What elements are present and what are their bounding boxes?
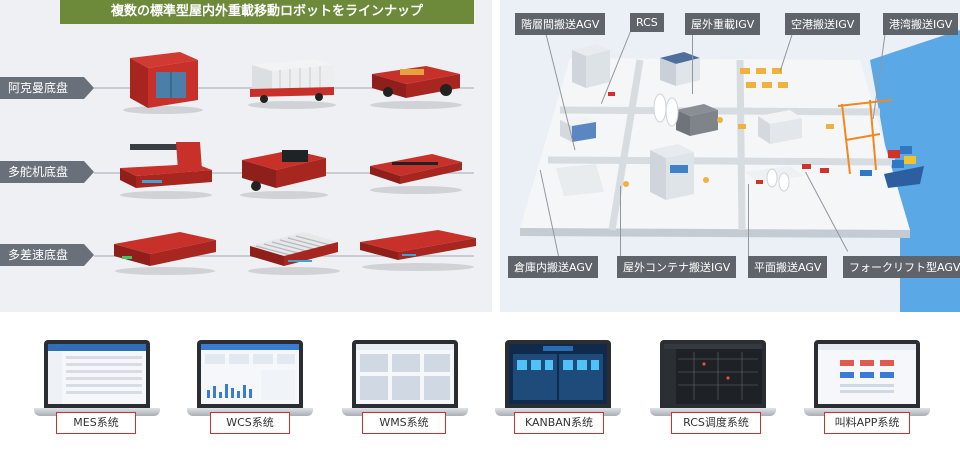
laptop-screen [505, 340, 611, 408]
callout-warehouse-agv: 倉庫内搬送AGV [508, 256, 599, 278]
lineup-title: 複数の標準型屋内外重載移動ロボットをラインナップ [60, 0, 474, 24]
callout-outdoor-container-igv: 屋外コンテナ搬送IGV [617, 256, 737, 278]
callout-airport-igv: 空港搬送IGV [785, 13, 861, 35]
multi-steer-lift-vehicle [120, 142, 212, 199]
building-group [556, 44, 804, 200]
multi-steer-box-vehicle [240, 150, 328, 199]
row-label-multi-diff: 多差速底盘 [0, 244, 94, 266]
port-crane [837, 99, 893, 175]
system-label-app: 叫料APP系统 [824, 412, 910, 434]
leader-c7 [620, 186, 621, 256]
callout-inter-floor-agv: 階層間搬送AGV [515, 13, 606, 35]
multi-diff-roller-vehicle [248, 232, 340, 275]
wcs-screen-content [201, 344, 299, 404]
row-label-ackermann: 阿克曼底盘 [0, 77, 94, 99]
app-screen-content [818, 344, 916, 404]
laptop-screen [44, 340, 150, 408]
ackermann-container-vehicle [123, 52, 203, 114]
ackermann-chassis-vehicle [370, 66, 462, 109]
system-label-mes: MES系统 [56, 412, 136, 434]
wms-screen-content [356, 344, 454, 404]
callout-port-igv: 港湾搬送IGV [883, 13, 959, 35]
multi-diff-lift-vehicle [114, 232, 216, 275]
multi-steer-flat-vehicle [370, 154, 462, 194]
ackermann-truck-vehicle [248, 59, 336, 109]
systems-strip: MES系统 WCS系统 WMS系统 KANBAN系统 RCS调度系统 叫料APP… [0, 315, 960, 458]
callout-forklift-agv: フォークリフト型AGV [843, 256, 960, 278]
leader-c8 [748, 184, 749, 256]
multi-diff-flat-vehicle [360, 230, 476, 271]
laptop-screen [660, 340, 766, 408]
system-label-kanban: KANBAN系统 [514, 412, 604, 434]
system-label-rcs: RCS调度系统 [671, 412, 761, 434]
laptop-screen [197, 340, 303, 408]
system-label-wms: WMS系统 [362, 412, 446, 434]
mes-screen-content [48, 344, 146, 404]
callout-flat-agv: 平面搬送AGV [748, 256, 828, 278]
kanban-screen-content [509, 344, 607, 404]
system-label-wcs: WCS系统 [210, 412, 290, 434]
factory-map-panel: 階層間搬送AGV RCS 屋外重載IGV 空港搬送IGV 港湾搬送IGV 倉庫内… [500, 0, 960, 312]
rcs-screen-content [664, 344, 762, 404]
robot-lineup-panel: 複数の標準型屋内外重載移動ロボットをラインナップ 阿克曼底盘 多舵机底盘 多差速… [0, 0, 492, 312]
callout-outdoor-heavy-igv: 屋外重載IGV [685, 13, 761, 35]
row-label-multi-steer: 多舵机底盘 [0, 161, 94, 183]
callout-rcs: RCS [630, 13, 664, 32]
laptop-screen [352, 340, 458, 408]
leader-c3 [692, 24, 693, 94]
laptop-screen [814, 340, 920, 408]
